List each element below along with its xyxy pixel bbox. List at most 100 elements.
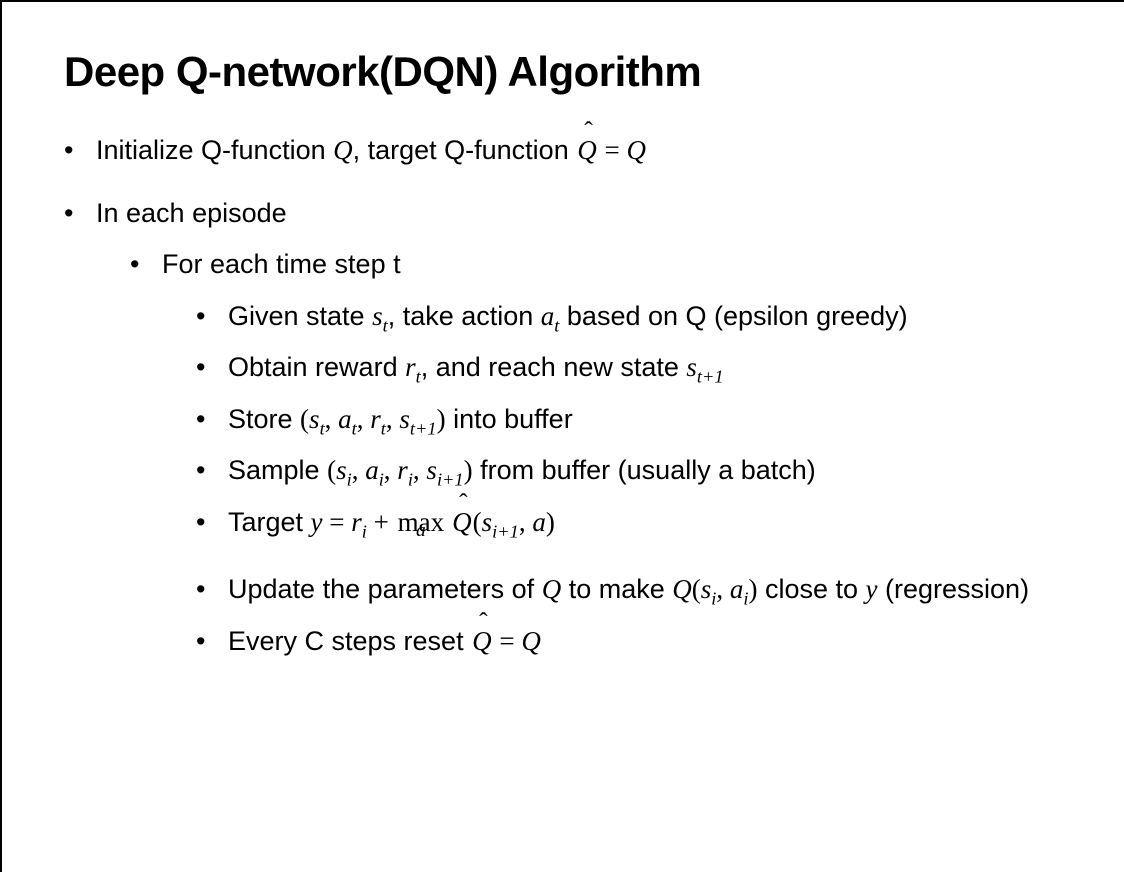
math-variable: y (310, 506, 323, 537)
math-subscript: t (382, 314, 388, 335)
text-run: into buffer (445, 403, 573, 434)
math-variable-subscripted: rt (370, 403, 386, 438)
bullet-marker: • (196, 506, 206, 537)
math-subscript: i (346, 469, 352, 490)
math-operator: , (518, 506, 533, 537)
text-run: Update the parameters of (228, 574, 542, 604)
math-variable-subscripted: si (700, 574, 717, 609)
math-operator: ( (300, 403, 310, 434)
bullet-text: Sample (si, ai, ri, si+1) from buffer (u… (228, 450, 1086, 491)
math-operator: ( (327, 455, 337, 485)
text-run: based on Q (epsilon greedy) (559, 300, 908, 331)
math-operator: = (322, 506, 352, 537)
math-variable-subscripted: st+1 (686, 352, 724, 387)
max-underscript: a (416, 520, 426, 542)
math-operator: ) (545, 506, 555, 537)
math-operator: ) (463, 455, 473, 485)
math-subscript: t (351, 417, 357, 438)
bullet-marker: • (196, 574, 206, 604)
math-variable: Q (672, 574, 692, 604)
bullet-item: • Store (st, at, rt, st+1) into buffer (2, 399, 1124, 440)
text-run: Initialize Q-function (96, 135, 334, 165)
math-variable-subscripted: at (540, 300, 560, 335)
math-operator: , (324, 403, 339, 434)
math-subscript: i (378, 469, 384, 490)
math-subscript: t+1 (696, 366, 724, 387)
text-run: Every C steps reset (228, 625, 472, 656)
math-subscript: t (415, 366, 421, 387)
text-run: For each time step t (162, 249, 401, 279)
bullet-marker: • (196, 455, 206, 485)
bullet-list: • Initialize Q-function Q, target Q-funct… (2, 118, 1124, 662)
bullet-marker: • (196, 352, 206, 382)
bullet-text: Initialize Q-function Q, target Q-functi… (96, 118, 1086, 171)
bullet-text: Update the parameters of Q to make Q(si,… (228, 569, 1086, 610)
hat-accent: ˆ (459, 487, 468, 517)
math-variable-subscripted: rt (405, 352, 421, 387)
bullet-item: •For each time step t (2, 244, 1124, 285)
math-variable: Q (452, 506, 472, 537)
math-operator: , (351, 455, 366, 485)
text-run: Sample (228, 455, 328, 485)
math-operator: , (356, 403, 371, 434)
math-subscript: i+1 (436, 469, 464, 490)
bullet-item: •Given state st, take action at based on… (2, 296, 1124, 337)
math-subscript: i (711, 588, 717, 609)
hat-accent: ˆ (479, 606, 488, 636)
math-variable-subscripted: si (336, 455, 352, 490)
bullet-item: • In each episode (2, 193, 1124, 234)
math-variable: Q (333, 135, 353, 165)
bullet-text: Obtain reward rt, and reach new state st… (228, 347, 1086, 388)
math-variable-subscripted: st (372, 300, 388, 335)
math-variable-subscripted: ai (365, 455, 384, 490)
math-subscript: i+1 (492, 520, 519, 541)
bullet-item: • Initialize Q-function Q, target Q-funct… (2, 118, 1124, 171)
math-operator: ) (748, 574, 758, 604)
text-run: In each episode (96, 197, 287, 228)
math-variable-subscripted: st (309, 403, 325, 438)
math-variable: Q (541, 574, 562, 604)
math-operator: , (383, 455, 398, 485)
bullet-text: Store (st, at, rt, st+1) into buffer (228, 399, 1086, 440)
math-subscript: t (380, 417, 386, 438)
math-subscript: t (554, 314, 560, 335)
slide-title: Deep Q-network(DQN) Algorithm (64, 48, 702, 95)
math-subscript: i (743, 588, 749, 609)
bullet-item: • Sample (si, ai, ri, si+1) from buffer (… (2, 450, 1124, 491)
text-run: to make (561, 574, 673, 604)
math-operator: = (597, 135, 627, 165)
text-run: (regression) (877, 574, 1030, 604)
bullet-marker: • (64, 197, 74, 228)
math-variable-subscripted: si+1 (426, 455, 464, 490)
math-operator: ( (691, 574, 701, 604)
text-run: Given state (228, 300, 373, 331)
text-run: Store (228, 403, 301, 434)
bullet-text: In each episode (96, 193, 1086, 234)
math-variable-subscripted: st+1 (399, 403, 437, 438)
math-operator: ( (472, 506, 482, 537)
bullet-marker: • (196, 403, 206, 434)
math-variable-subscripted: ri (351, 506, 367, 541)
text-run: from buffer (usually a batch) (472, 455, 816, 485)
math-subscript: t (319, 417, 325, 438)
math-operator: , (412, 455, 427, 485)
math-variable: a (532, 506, 546, 537)
text-run: Target (228, 506, 311, 537)
math-variable: Q (472, 625, 492, 656)
text-run: , take action (387, 300, 541, 331)
math-variable: Q (577, 135, 597, 165)
bullet-item: • Obtain reward rt, and reach new state s… (2, 347, 1124, 388)
bullet-text: Given state st, take action at based on … (228, 296, 1086, 337)
hat-accent: ˆ (584, 116, 593, 146)
text-run: Obtain reward (228, 352, 406, 382)
bullet-text: For each time step t (162, 244, 1086, 285)
math-variable: y (865, 574, 878, 604)
bullet-marker: • (64, 135, 74, 165)
